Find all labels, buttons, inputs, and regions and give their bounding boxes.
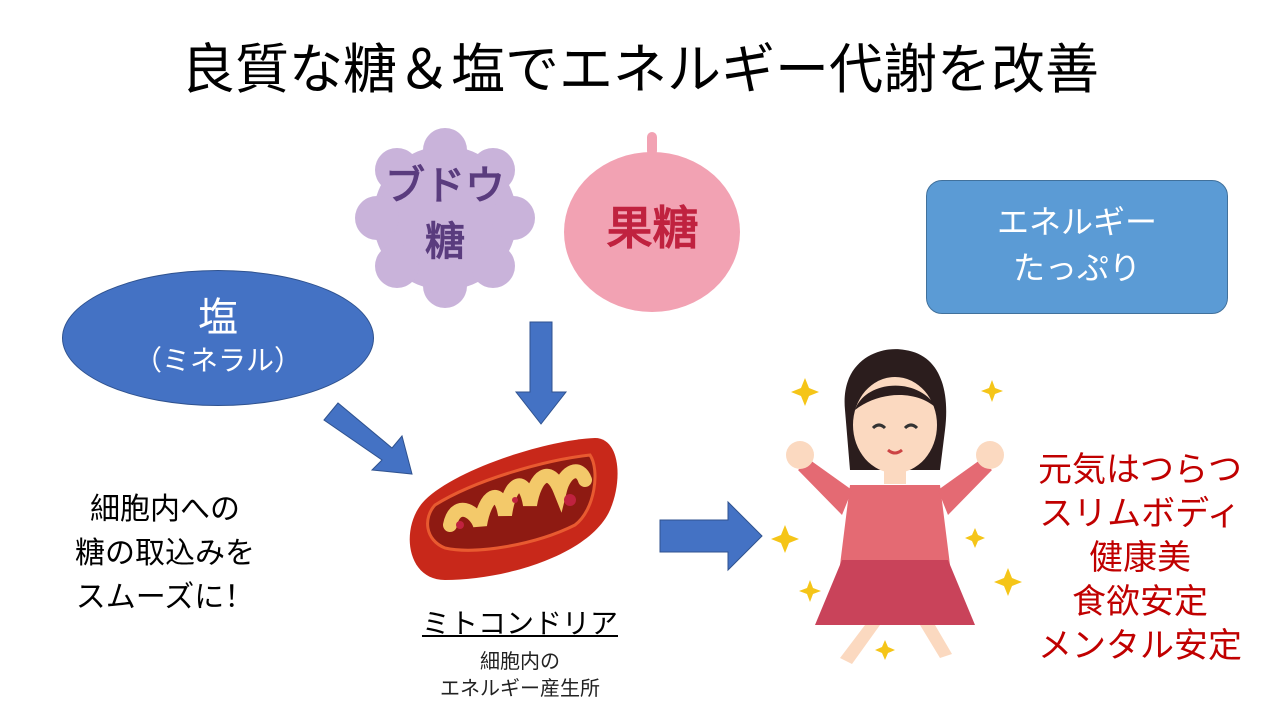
uptake-line: 細胞内への — [90, 492, 240, 527]
benefit-item: 食欲安定 — [1072, 582, 1208, 622]
glucose-line2: 糖 — [425, 219, 465, 265]
energy-line1: エネルギー — [996, 203, 1157, 241]
glucose-line1: ブドウ — [385, 163, 505, 209]
mito-sub-line1: 細胞内の — [480, 649, 560, 673]
mitochondria-illustration — [409, 438, 618, 580]
uptake-line: 糖の取込みを — [75, 536, 255, 571]
arrow-right — [659, 500, 763, 572]
arrow-diagonal — [323, 402, 413, 475]
benefits-list: 元気はつらつ スリムボディ 健康美 食欲安定 メンタル安定 — [1010, 448, 1270, 668]
mitochondria-sublabel: 細胞内の エネルギー産生所 — [405, 648, 635, 702]
arrow-down — [514, 321, 568, 425]
energetic-woman-illustration — [771, 349, 1022, 664]
salt-sublabel: （ミネラル） — [133, 344, 302, 377]
uptake-text: 細胞内への 糖の取込みを スムーズに！ — [40, 488, 290, 620]
slide-title: 良質な糖＆塩でエネルギー代謝を改善 — [181, 38, 1099, 101]
energy-line2: たっぷり — [1012, 249, 1141, 287]
benefit-item: 元気はつらつ — [1038, 450, 1242, 490]
fructose-label: 果糖 — [606, 201, 699, 255]
uptake-line: スムーズに！ — [75, 580, 255, 615]
benefit-item: 健康美 — [1089, 538, 1191, 578]
benefit-item: スリムボディ — [1039, 494, 1241, 534]
fructose-apple-badge — [564, 132, 740, 312]
mitochondria-label: ミトコンドリア — [421, 607, 618, 640]
salt-ellipse: 塩 （ミネラル） — [62, 270, 374, 406]
benefit-item: メンタル安定 — [1038, 626, 1242, 666]
glucose-badge — [355, 128, 535, 308]
energy-box: エネルギー たっぷり — [926, 180, 1228, 314]
mito-sub-line2: エネルギー産生所 — [440, 676, 600, 700]
glucose-label: ブドウ 糖 — [355, 158, 535, 270]
salt-label: 塩 — [198, 295, 238, 341]
sparkle-icons — [771, 378, 1022, 660]
